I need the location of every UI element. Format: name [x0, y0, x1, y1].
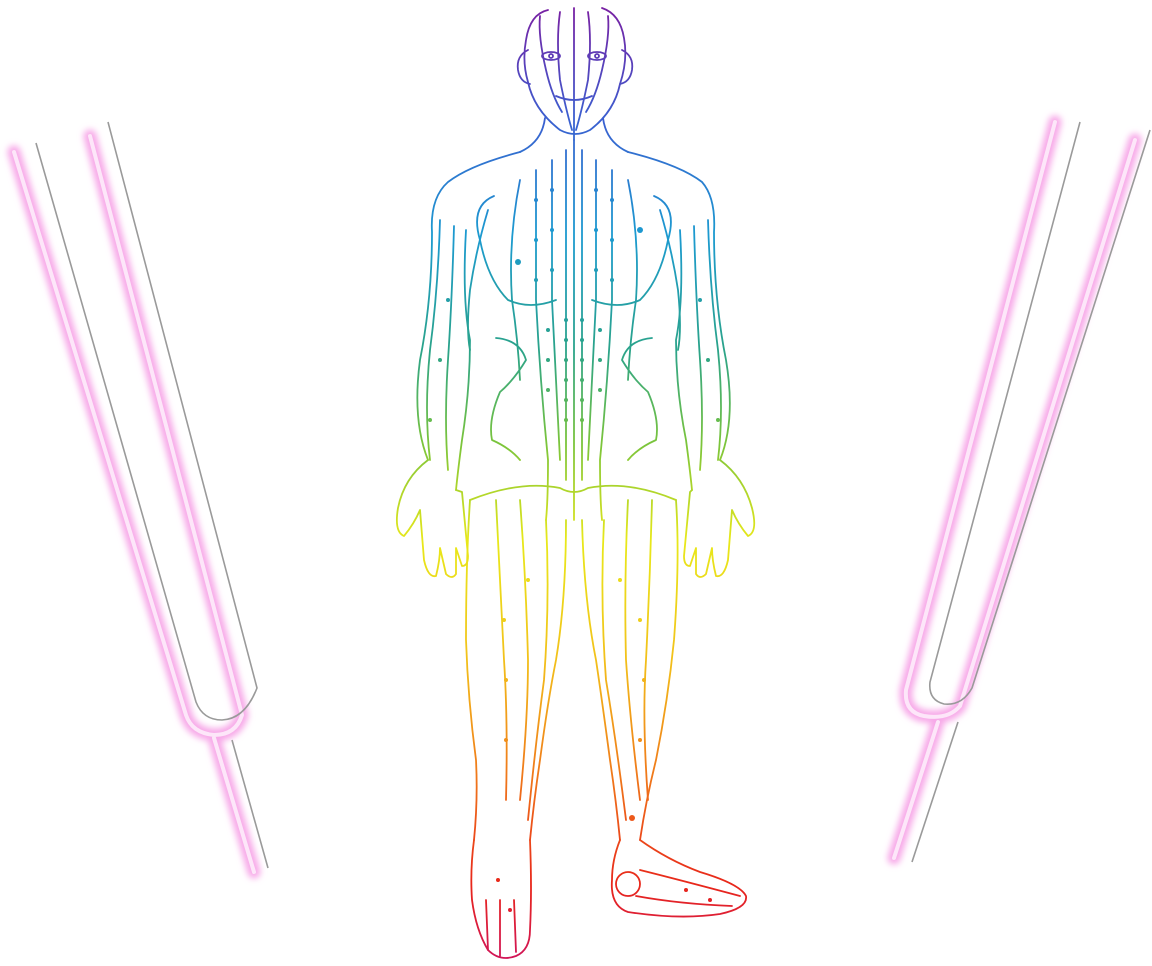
right-tuning-fork — [894, 122, 1150, 862]
body-meridian-figure — [397, 8, 754, 958]
left-tuning-fork — [14, 122, 268, 872]
right-hand — [684, 460, 754, 577]
left-foot — [471, 840, 531, 958]
left-leg-outline — [466, 500, 477, 840]
